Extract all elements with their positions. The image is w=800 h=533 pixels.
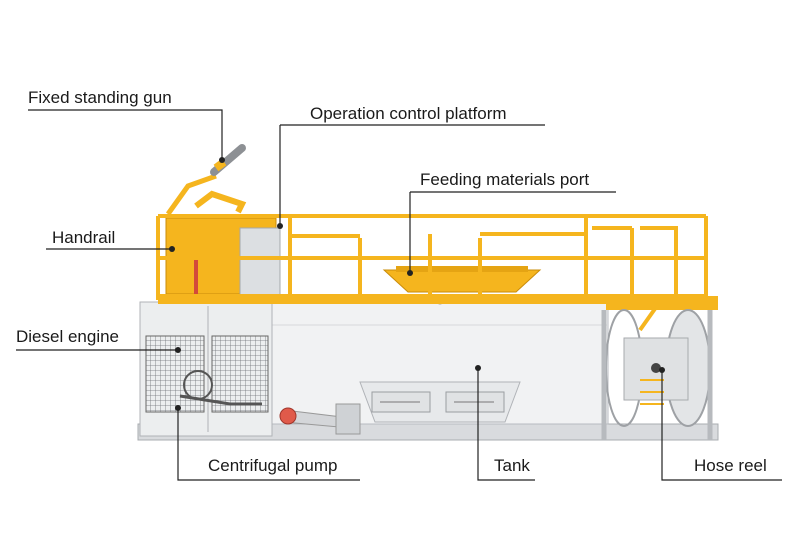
label-tank: Tank bbox=[494, 456, 530, 475]
pump-pipe bbox=[279, 403, 361, 435]
label-handrail: Handrail bbox=[52, 228, 115, 247]
hose-reel bbox=[601, 298, 718, 440]
label-centrifugal-pump: Centrifugal pump bbox=[208, 456, 337, 475]
label-fixed-standing-gun: Fixed standing gun bbox=[28, 88, 172, 107]
tank-body bbox=[271, 295, 609, 425]
label-hose-reel: Hose reel bbox=[694, 456, 767, 475]
label-operation-control-platform: Operation control platform bbox=[310, 104, 507, 123]
feeding-hopper bbox=[382, 266, 542, 293]
engine-housing bbox=[139, 301, 273, 437]
label-diesel-engine: Diesel engine bbox=[16, 327, 119, 346]
leader-lines bbox=[16, 109, 782, 481]
platform-deck bbox=[158, 296, 718, 304]
machine-illustration bbox=[137, 144, 719, 441]
label-feeding-materials-port: Feeding materials port bbox=[420, 170, 589, 189]
standing-gun bbox=[165, 144, 247, 216]
labels: Fixed standing gun Operation control pla… bbox=[16, 88, 767, 475]
